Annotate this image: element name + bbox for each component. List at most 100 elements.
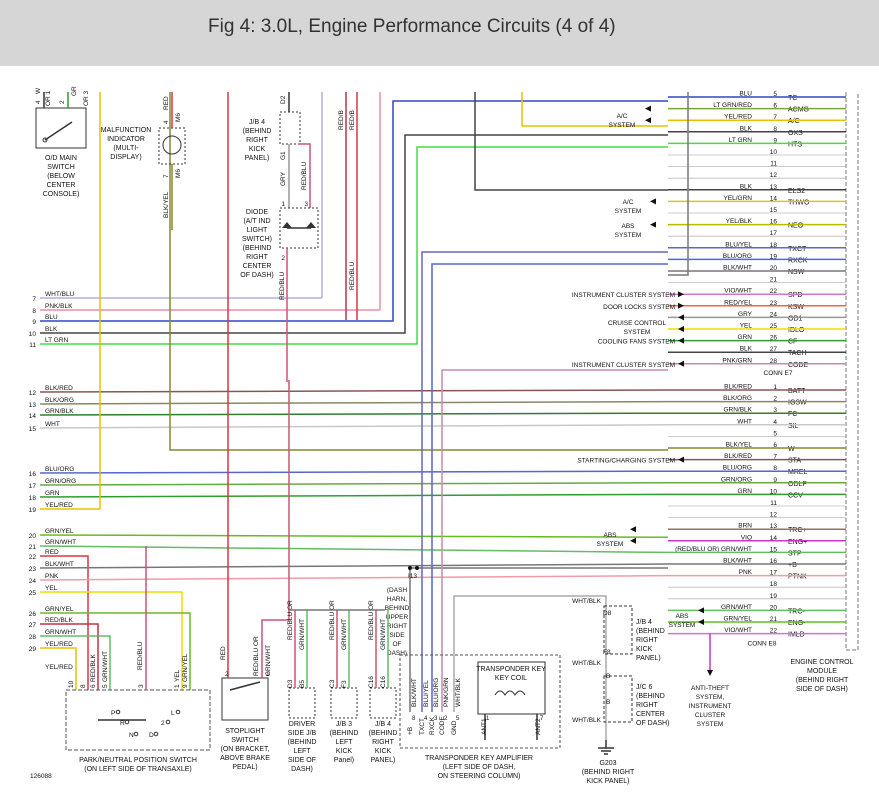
pn-letter-4: 2 [161,720,165,727]
left-wire-9-label: BLU [45,314,58,321]
pn-pin-1: 8 [80,684,87,688]
ecm-e7-pin-6-number: 6 [773,103,777,110]
jb4-d8-label: (BEHIND [636,628,665,635]
wire-12 [39,389,669,393]
left-wire-24-label: PNK [45,573,59,580]
abs-arrow-4 [698,607,704,614]
jb3-left-label: (BEHIND [330,730,359,737]
mi-wire-blkyel: BLK/YEL [163,191,170,218]
ecm-e8-pin-6-wire-label: BLK/YEL [726,442,753,449]
left-wire-10-label: BLK [45,326,58,333]
system-arrow-0 [678,291,684,298]
ecm-e8-pin-21-name: ENG- [788,620,806,627]
ecm-title: SIDE OF DASH) [796,686,848,693]
ecm-e7-pin-22-name: SPD [788,292,802,299]
diode-label: (A/T IND [243,218,270,225]
ecm-e8-pin-10-name: CCV [788,492,803,499]
left-wire-19-label: YEL/RED [45,502,73,509]
left-wire-29-number: 29 [29,646,37,653]
park-neutral-label: PARK/NEUTRAL POSITION SWITCH [79,757,197,764]
jb4-right-kick-label: J/B 4 [375,721,391,728]
cruise-arrow-2 [678,326,684,332]
amp-wire-label-3: PNK/GRN [443,677,450,707]
malfunction-indicator-label: (MULTI- [113,145,139,152]
left-wire-27-number: 27 [29,622,37,629]
jc6-box [603,675,633,723]
abs-system-label-3: ABS [675,613,689,620]
system-label-1: DOOR LOCKS SYSTEM [603,304,675,311]
ecm-e8-pin-4-name: SIL [788,423,799,430]
driver-side-jb-label: (BEHIND [288,739,317,746]
left-wire-24-number: 24 [29,578,37,585]
left-wire-17-number: 17 [29,483,37,490]
stoplight-wire-redblu-label: RED/BLU OR [253,636,260,676]
od-switch-blade [44,121,73,141]
wht-blk-label-1: WHT/BLK [572,598,602,605]
amp-wire-label-2: BLU/ORG [433,678,440,707]
ecm-e8-pin-6-number: 6 [773,442,777,449]
dash-harness-label: HARN, [387,596,407,603]
jc6-label: CENTER [636,711,665,718]
ecm-e7-pin-28-wire-label: PNK/GRN [722,357,752,364]
red-b-label-1: RED/B [338,110,345,130]
left-wire-27-label: RED/BLK [45,617,73,624]
pn-letter-1: R [120,720,125,727]
stoplight-wire-red-label: RED [220,646,227,660]
driver-side-jb-box [288,687,316,719]
ecm-e7-pin-14-wire-label: YEL/GRN [723,195,752,202]
abs-system-label-1: SYSTEM [615,232,642,239]
ecm-e7-pin-5-name: TC [788,95,797,102]
pn-contact-5 [175,709,181,715]
transponder-coil-label: KEY COIL [495,675,527,682]
jb4-top-box [279,111,301,145]
ecm-e8-pin-16-name: +B [788,562,797,569]
abs-system-label-2: SYSTEM [597,541,624,548]
left-wire-11-number: 11 [29,342,36,349]
ecm-e8-pin-2-number: 2 [773,396,777,403]
wire-20 [39,534,669,538]
jb4-top-label: (BEHIND [243,128,272,135]
amp-pin-num-1: 4 [424,716,428,722]
od-pin-or3: OR 3 [83,90,90,106]
red-b-label-2: RED/B [349,110,356,130]
ecm-e8-pin-17-number: 17 [770,570,778,577]
left-wire-12-number: 12 [29,390,37,397]
diode-out-label: RED/BLU [279,272,286,300]
amp-wire-rxck [431,263,668,712]
ecm-e8-pin-13-name: TRC+ [788,527,806,534]
ecm-e8-pin-11-number: 11 [770,500,777,507]
pn-pin-2: 6 [90,684,97,688]
ecm-e8-pin-21-wire-label: GRN/YEL [723,616,752,623]
dash-harness-label: BEHIND [385,605,410,612]
diode-label: (BEHIND [243,245,272,252]
ecm-e7-pin-13-name: ELS2 [788,188,805,195]
left-wire-7-label: WHT/BLU [45,291,75,298]
ecm-e8-pin-14-number: 14 [770,535,778,542]
diode-label: RIGHT [246,254,269,261]
cruise-control-label: CRUISE CONTROL [608,320,667,327]
jb3-left-pin-1: C3 [329,679,336,688]
coil-icon [494,690,526,696]
ecm-e7-pin-13-number: 13 [770,184,778,191]
ecm-e8-pin-14-wire-label: VIO [741,534,752,541]
wire-10-oxs [40,134,668,334]
diode-label: CENTER [243,263,272,270]
ecm-e8-pin-17-wire-label: PNK [739,569,753,576]
wire-els2 [474,92,668,191]
pn-wire-redblu-label: RED/BLU [137,642,144,670]
ecm-e7-pin-23-number: 23 [770,300,778,307]
left-wire-16-label: BLU/ORG [45,466,74,473]
ecm-e7-pin-19-wire-label: BLU/ORG [723,253,752,260]
wire-21-stp [39,545,669,554]
jb4-right-kick-box [369,687,397,719]
left-wire-25-number: 25 [29,590,37,597]
pn-contact-0 [115,709,121,715]
ecm-e8-pin-22-number: 22 [770,628,778,635]
malfunction-indicator-label: INDICATOR [107,136,145,143]
left-wire-16-number: 16 [29,471,37,478]
malfunction-indicator-label: DISPLAY) [110,154,141,161]
wht-blk-label-2: WHT/BLK [572,660,602,667]
ground-label: (BEHIND RIGHT [582,769,635,776]
ecm-e8-pin-13-wire-label: BRN [738,523,752,530]
jb4-pin-d2: D2 [280,95,287,104]
